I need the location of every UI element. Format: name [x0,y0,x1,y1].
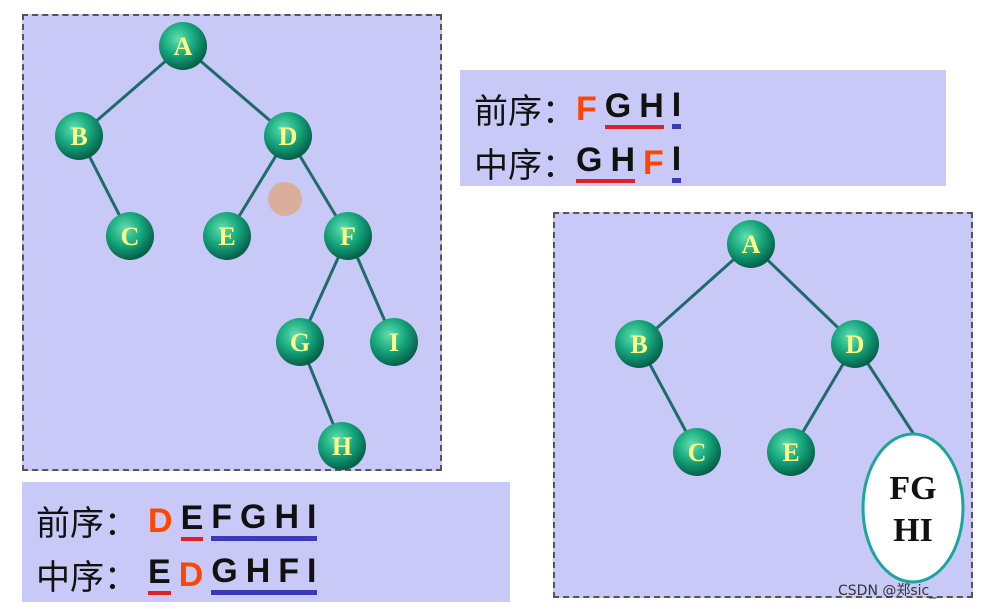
svg-text:G: G [290,328,310,357]
token: H [245,552,271,590]
node-f: F [324,212,372,260]
edge-a-b [638,242,752,346]
node-e: E [203,212,251,260]
token: E [148,552,171,591]
node-d: D [264,112,312,160]
node-g: G [276,318,324,366]
watermark: CSDN @郑sic_ [838,583,937,599]
node-h: H [318,422,366,470]
edge-a-d [749,242,857,346]
root-token: D [148,501,173,540]
node-c: C [673,428,721,476]
subtree-sequence-box: 前序： F G H I 中序： G H F I [460,70,946,186]
preorder-label: 前序： [36,504,138,544]
svg-text:B: B [70,122,87,151]
inorder-line: 中序： E D G H F I [36,550,325,599]
token: G [604,86,632,125]
node-b: B [615,320,663,368]
node-a: A [159,22,207,70]
root-token: F [643,143,664,182]
root-token: D [178,555,204,594]
svg-text:I: I [389,328,399,357]
node-c: C [106,212,154,260]
full-tree-svg: A B D C E F G I H [55,22,418,470]
token: G [576,140,603,179]
svg-text:D: D [279,122,298,151]
inorder-label: 中序： [36,558,138,598]
subtree-line-1: FG [889,470,937,507]
subtree-line-2: HI [893,512,933,549]
token: I [671,86,682,124]
partial-tree-svg: A B D C E [615,220,965,584]
preorder-label: 前序： [474,92,576,132]
token: F [278,552,300,590]
left-subtree-group: E [180,498,204,541]
svg-text:B: B [630,330,647,359]
token: I [307,498,317,536]
preorder-line: 前序： F G H I [474,84,689,133]
right-subtree-group: F G H I [211,498,317,541]
svg-text:H: H [332,432,352,461]
svg-text:F: F [340,222,356,251]
preorder-line: 前序： D E F G H I [36,496,325,545]
left-subtree-group: G H [576,140,636,183]
svg-text:E: E [782,438,799,467]
node-i: I [370,318,418,366]
svg-text:E: E [218,222,235,251]
svg-text:A: A [174,32,193,61]
token: H [639,86,664,125]
right-subtree-group: I [671,140,682,183]
token: G [240,498,267,536]
subtree-ellipse [861,432,965,584]
left-subtree-group: G H [604,86,664,129]
inorder-label: 中序： [474,146,576,186]
token: H [274,498,300,536]
full-sequence-box: 前序： D E F G H I 中序： E D G H F I [22,482,510,602]
node-a: A [727,220,775,268]
node-e: E [767,428,815,476]
node-b: B [55,112,103,160]
node-d: D [831,320,879,368]
svg-text:C: C [121,222,140,251]
root-token: F [576,89,597,128]
token: E [180,498,204,537]
token: I [671,140,682,178]
right-subtree-group: G H F I [211,552,317,595]
cursor-highlight-icon [268,182,302,216]
subtree-label: FG HI [863,468,963,552]
svg-text:A: A [742,230,761,259]
token: I [307,552,317,590]
right-subtree-group: I [671,86,682,129]
token: G [211,552,238,590]
svg-text:C: C [688,438,707,467]
token: H [610,140,636,179]
full-tree-panel: A B D C E F G I H [22,14,442,471]
partial-tree-panel: A B D C E FG HI [553,212,973,598]
left-subtree-group: E [148,555,171,595]
token: F [211,498,233,536]
svg-text:D: D [846,330,865,359]
inorder-line: 中序： G H F I [474,138,689,187]
